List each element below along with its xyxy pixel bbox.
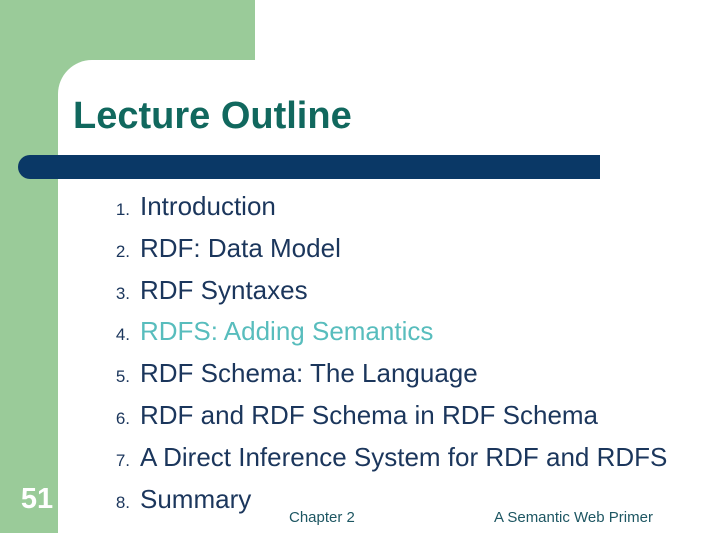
outline-item-number: 3. xyxy=(115,283,130,303)
title-underline-bar xyxy=(18,155,600,179)
outline-item-rdfs-adding-semantics: 4. RDFS: Adding Semantics xyxy=(0,311,720,353)
outline-item-number: 4. xyxy=(115,325,130,345)
outline-item-number: 1. xyxy=(115,200,130,219)
outline-item-label: RDF and RDF Schema in RDF Schema xyxy=(140,399,599,430)
content-card xyxy=(58,60,720,540)
outline-item-label: Summary xyxy=(140,483,252,514)
outline-list: 1. Introduction 2. RDF: Data Model 3. RD… xyxy=(0,186,720,520)
outline-item-number: 5. xyxy=(115,367,130,387)
outline-item-rdf-and-rdf-schema: 6. RDF and RDF Schema in RDF Schema xyxy=(0,395,720,437)
outline-item-rdf-schema-language: 5. RDF Schema: The Language xyxy=(0,353,720,395)
outline-item-rdf-data-model: 2. RDF: Data Model xyxy=(0,228,720,270)
outline-item-label: Introduction xyxy=(140,191,276,221)
outline-item-number: 2. xyxy=(115,241,130,261)
footer-chapter-label: Chapter 2 xyxy=(289,509,355,526)
outline-item-label: RDF Schema: The Language xyxy=(140,358,478,389)
outline-item-label: RDF Syntaxes xyxy=(140,274,308,305)
outline-item-summary: 8. Summary xyxy=(0,479,720,521)
page-number: 51 xyxy=(20,483,54,515)
outline-item-number: 7. xyxy=(115,450,130,470)
outline-item-direct-inference-system: 7. A Direct Inference System for RDF and… xyxy=(0,437,720,479)
outline-item-number: 6. xyxy=(115,408,130,428)
outline-item-label: RDF: Data Model xyxy=(140,232,341,263)
outline-item-label: A Direct Inference System for RDF and RD… xyxy=(140,441,668,472)
outline-item-number: 8. xyxy=(115,492,130,512)
footer-book-title: A Semantic Web Primer xyxy=(494,509,653,526)
outline-item-rdf-syntaxes: 3. RDF Syntaxes xyxy=(0,270,720,312)
outline-item-label: RDFS: Adding Semantics xyxy=(140,316,434,347)
page-title: Lecture Outline xyxy=(73,95,352,137)
outline-item-introduction: 1. Introduction xyxy=(0,186,720,228)
